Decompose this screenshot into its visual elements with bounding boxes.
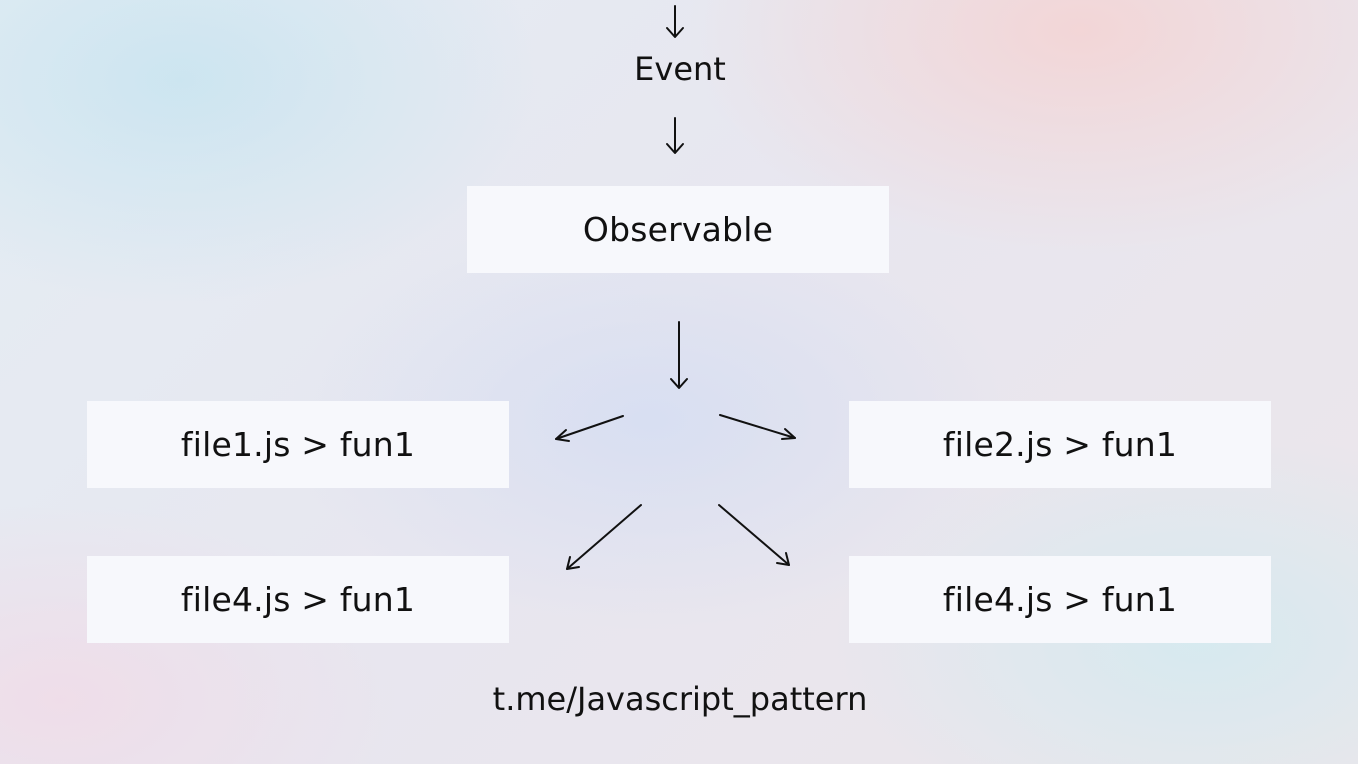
- subscriber-box-file4-left: file4.js > fun1: [87, 556, 509, 643]
- subscriber-box-file4-right: file4.js > fun1: [849, 556, 1271, 643]
- arrow-to-file4-right: [718, 504, 790, 566]
- arrow-event-to-observable: [666, 117, 684, 154]
- subscriber-label: file4.js > fun1: [942, 580, 1178, 619]
- subscriber-label: file2.js > fun1: [942, 425, 1178, 464]
- arrow-to-file1: [555, 415, 624, 442]
- arrow-into-event: [666, 5, 684, 38]
- subscriber-box-file1: file1.js > fun1: [87, 401, 509, 488]
- observable-box: Observable: [467, 186, 889, 273]
- event-label: Event: [634, 50, 726, 88]
- subscriber-label: file4.js > fun1: [180, 580, 416, 619]
- arrow-to-file4-left: [566, 504, 642, 570]
- footer-link-text: t.me/Javascript_pattern: [492, 680, 868, 718]
- subscriber-label: file1.js > fun1: [180, 425, 416, 464]
- subscriber-box-file2: file2.js > fun1: [849, 401, 1271, 488]
- arrow-observable-down: [670, 321, 688, 389]
- observable-label: Observable: [582, 210, 774, 249]
- arrow-to-file2: [719, 414, 796, 440]
